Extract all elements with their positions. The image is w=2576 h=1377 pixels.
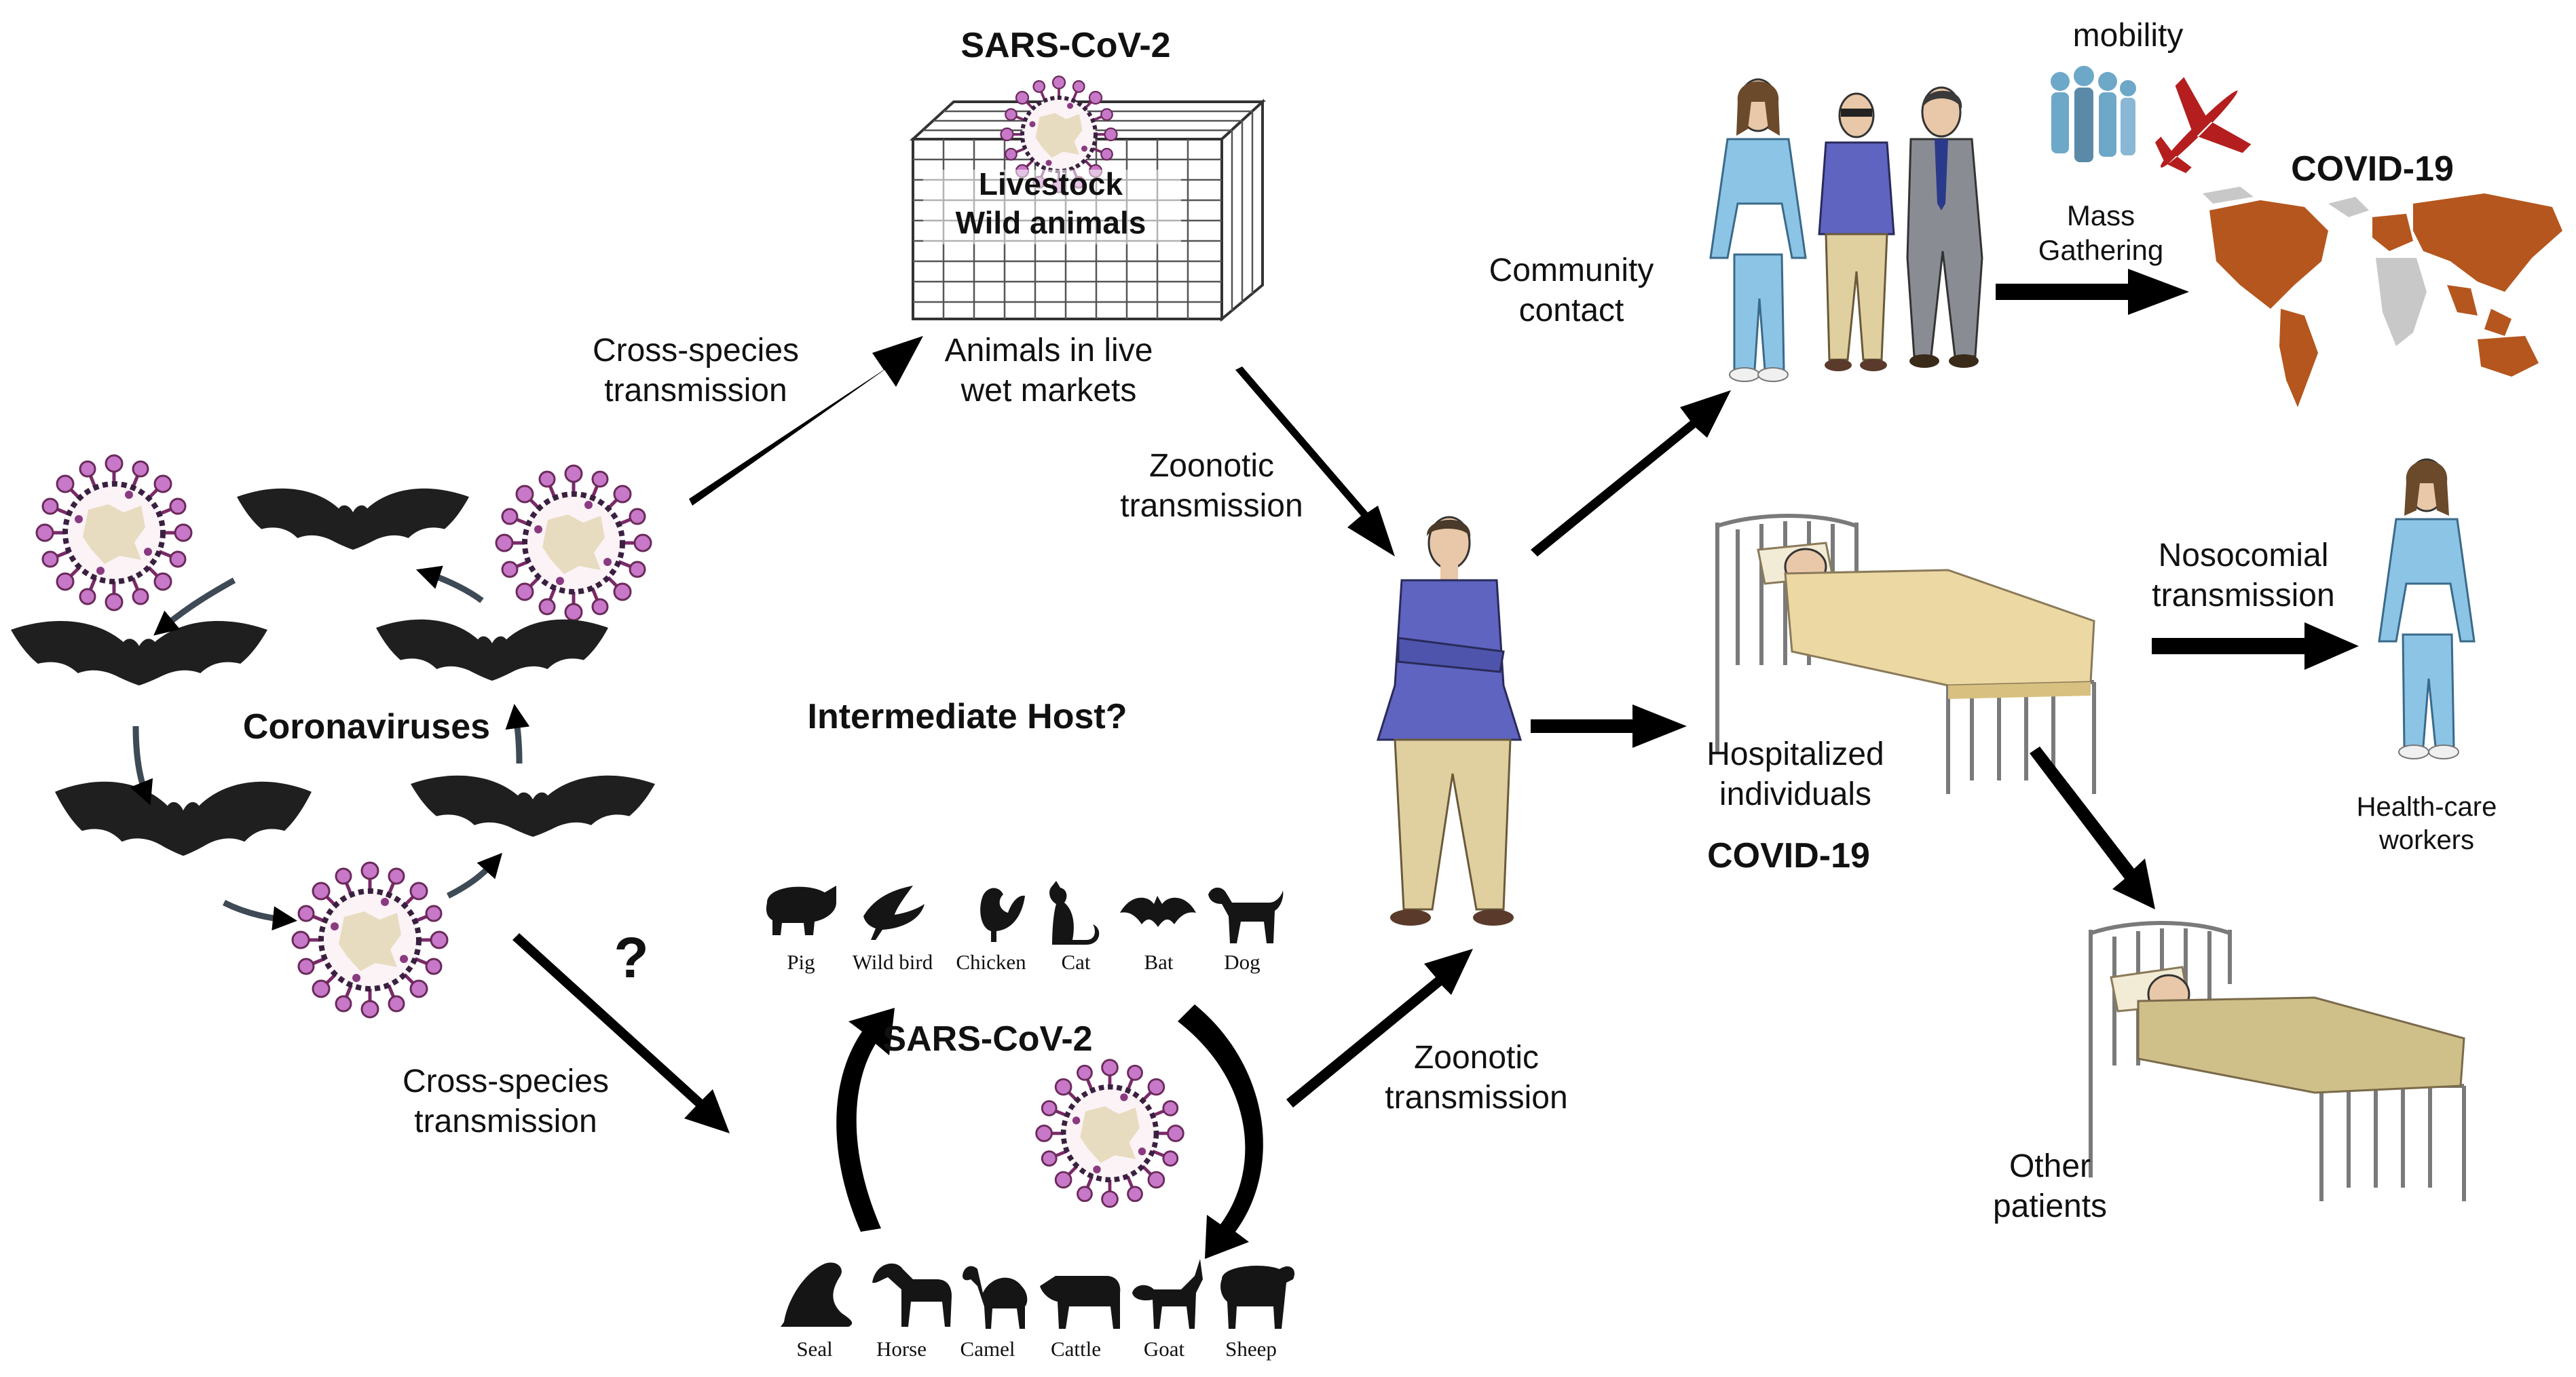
animal-label-camel: Camel — [960, 1337, 1015, 1361]
dog-icon — [1208, 887, 1284, 943]
coronaviruses-label: Coronaviruses — [242, 707, 491, 747]
cat-icon — [1049, 881, 1100, 945]
bat-icon — [411, 775, 655, 837]
arrow-to-human-bottom — [1286, 949, 1473, 1108]
covid-world-label: COVID-19 — [2291, 149, 2454, 189]
virus-icon — [37, 455, 191, 610]
bat-reservoir — [11, 455, 655, 1017]
animal-icons-top — [766, 881, 1284, 945]
bat-icon — [237, 488, 469, 550]
animal-label-goat: Goat — [1143, 1337, 1185, 1361]
cycle-arrow-left — [836, 1008, 895, 1232]
camel-icon — [963, 1266, 1028, 1329]
goat-icon — [1132, 1259, 1203, 1329]
seal-icon — [781, 1262, 853, 1327]
arrow-market-to-human — [1235, 366, 1395, 557]
animal-label-cat: Cat — [1061, 950, 1091, 974]
arrow-community-to-world — [1996, 269, 2189, 315]
arrow-to-intermediate — [512, 933, 730, 1133]
livestock-label: Livestock — [978, 166, 1123, 202]
mobility-label: mobility — [2072, 18, 2184, 54]
virus-icon — [293, 863, 447, 1017]
airplane-icon — [2154, 77, 2252, 174]
wild-bird-icon — [863, 886, 925, 940]
arrow-to-wet-market — [689, 336, 923, 506]
arrow-to-other-patients — [2030, 747, 2155, 909]
pig-icon — [766, 886, 836, 935]
intermediate-host-label: Intermediate Host? — [807, 697, 1127, 736]
cattle-icon — [1040, 1276, 1121, 1329]
wet-market-cage — [909, 77, 1267, 322]
horse-icon — [872, 1263, 952, 1327]
animal-label-wild-bird: Wild bird — [852, 950, 933, 974]
flow-arrows — [512, 269, 2359, 1259]
chicken-icon — [980, 888, 1025, 942]
wild-animals-label: Wild animals — [955, 205, 1146, 240]
sars-cov-2-virus — [1037, 1060, 1184, 1207]
animal-label-pig: Pig — [787, 950, 815, 974]
infected-person — [1376, 516, 1523, 926]
animal-label-chicken: Chicken — [956, 950, 1026, 974]
animal-icons-bottom — [781, 1259, 1295, 1329]
animal-label-horse: Horse — [876, 1337, 927, 1361]
bat-icon — [1120, 896, 1196, 927]
question-mark: ? — [614, 926, 649, 989]
hospital-bed-patient — [1715, 514, 2096, 794]
community-people — [1709, 78, 1983, 382]
animal-label-bat: Bat — [1144, 950, 1174, 974]
arrow-human-to-hospital — [1531, 704, 1687, 748]
sars-cov-2-center-label: SARS-CoV-2 — [882, 1019, 1093, 1059]
sars-cov-2-top-label: SARS-CoV-2 — [960, 26, 1171, 65]
bat-icon — [11, 621, 268, 685]
arrow-nosocomial — [2152, 622, 2359, 670]
sheep-icon — [1220, 1266, 1295, 1329]
bat-icon — [376, 619, 608, 681]
animal-label-seal: Seal — [796, 1337, 833, 1361]
virus-icon — [496, 466, 651, 620]
virus-icon — [1037, 1060, 1184, 1207]
health-care-worker — [2378, 458, 2476, 759]
bat-icon — [55, 781, 312, 856]
crowd-icon — [2051, 66, 2136, 162]
arrow-human-to-community — [1531, 390, 1731, 557]
animal-label-cattle: Cattle — [1050, 1337, 1102, 1361]
world-map — [2203, 187, 2562, 407]
animal-label-dog: Dog — [1224, 950, 1261, 974]
hospital-bed-other-patient — [2089, 921, 2466, 1201]
covid-hospital-label: COVID-19 — [1707, 836, 1870, 875]
cycle-arrow-right — [1178, 1004, 1263, 1259]
animal-label-sheep: Sheep — [1225, 1337, 1277, 1361]
